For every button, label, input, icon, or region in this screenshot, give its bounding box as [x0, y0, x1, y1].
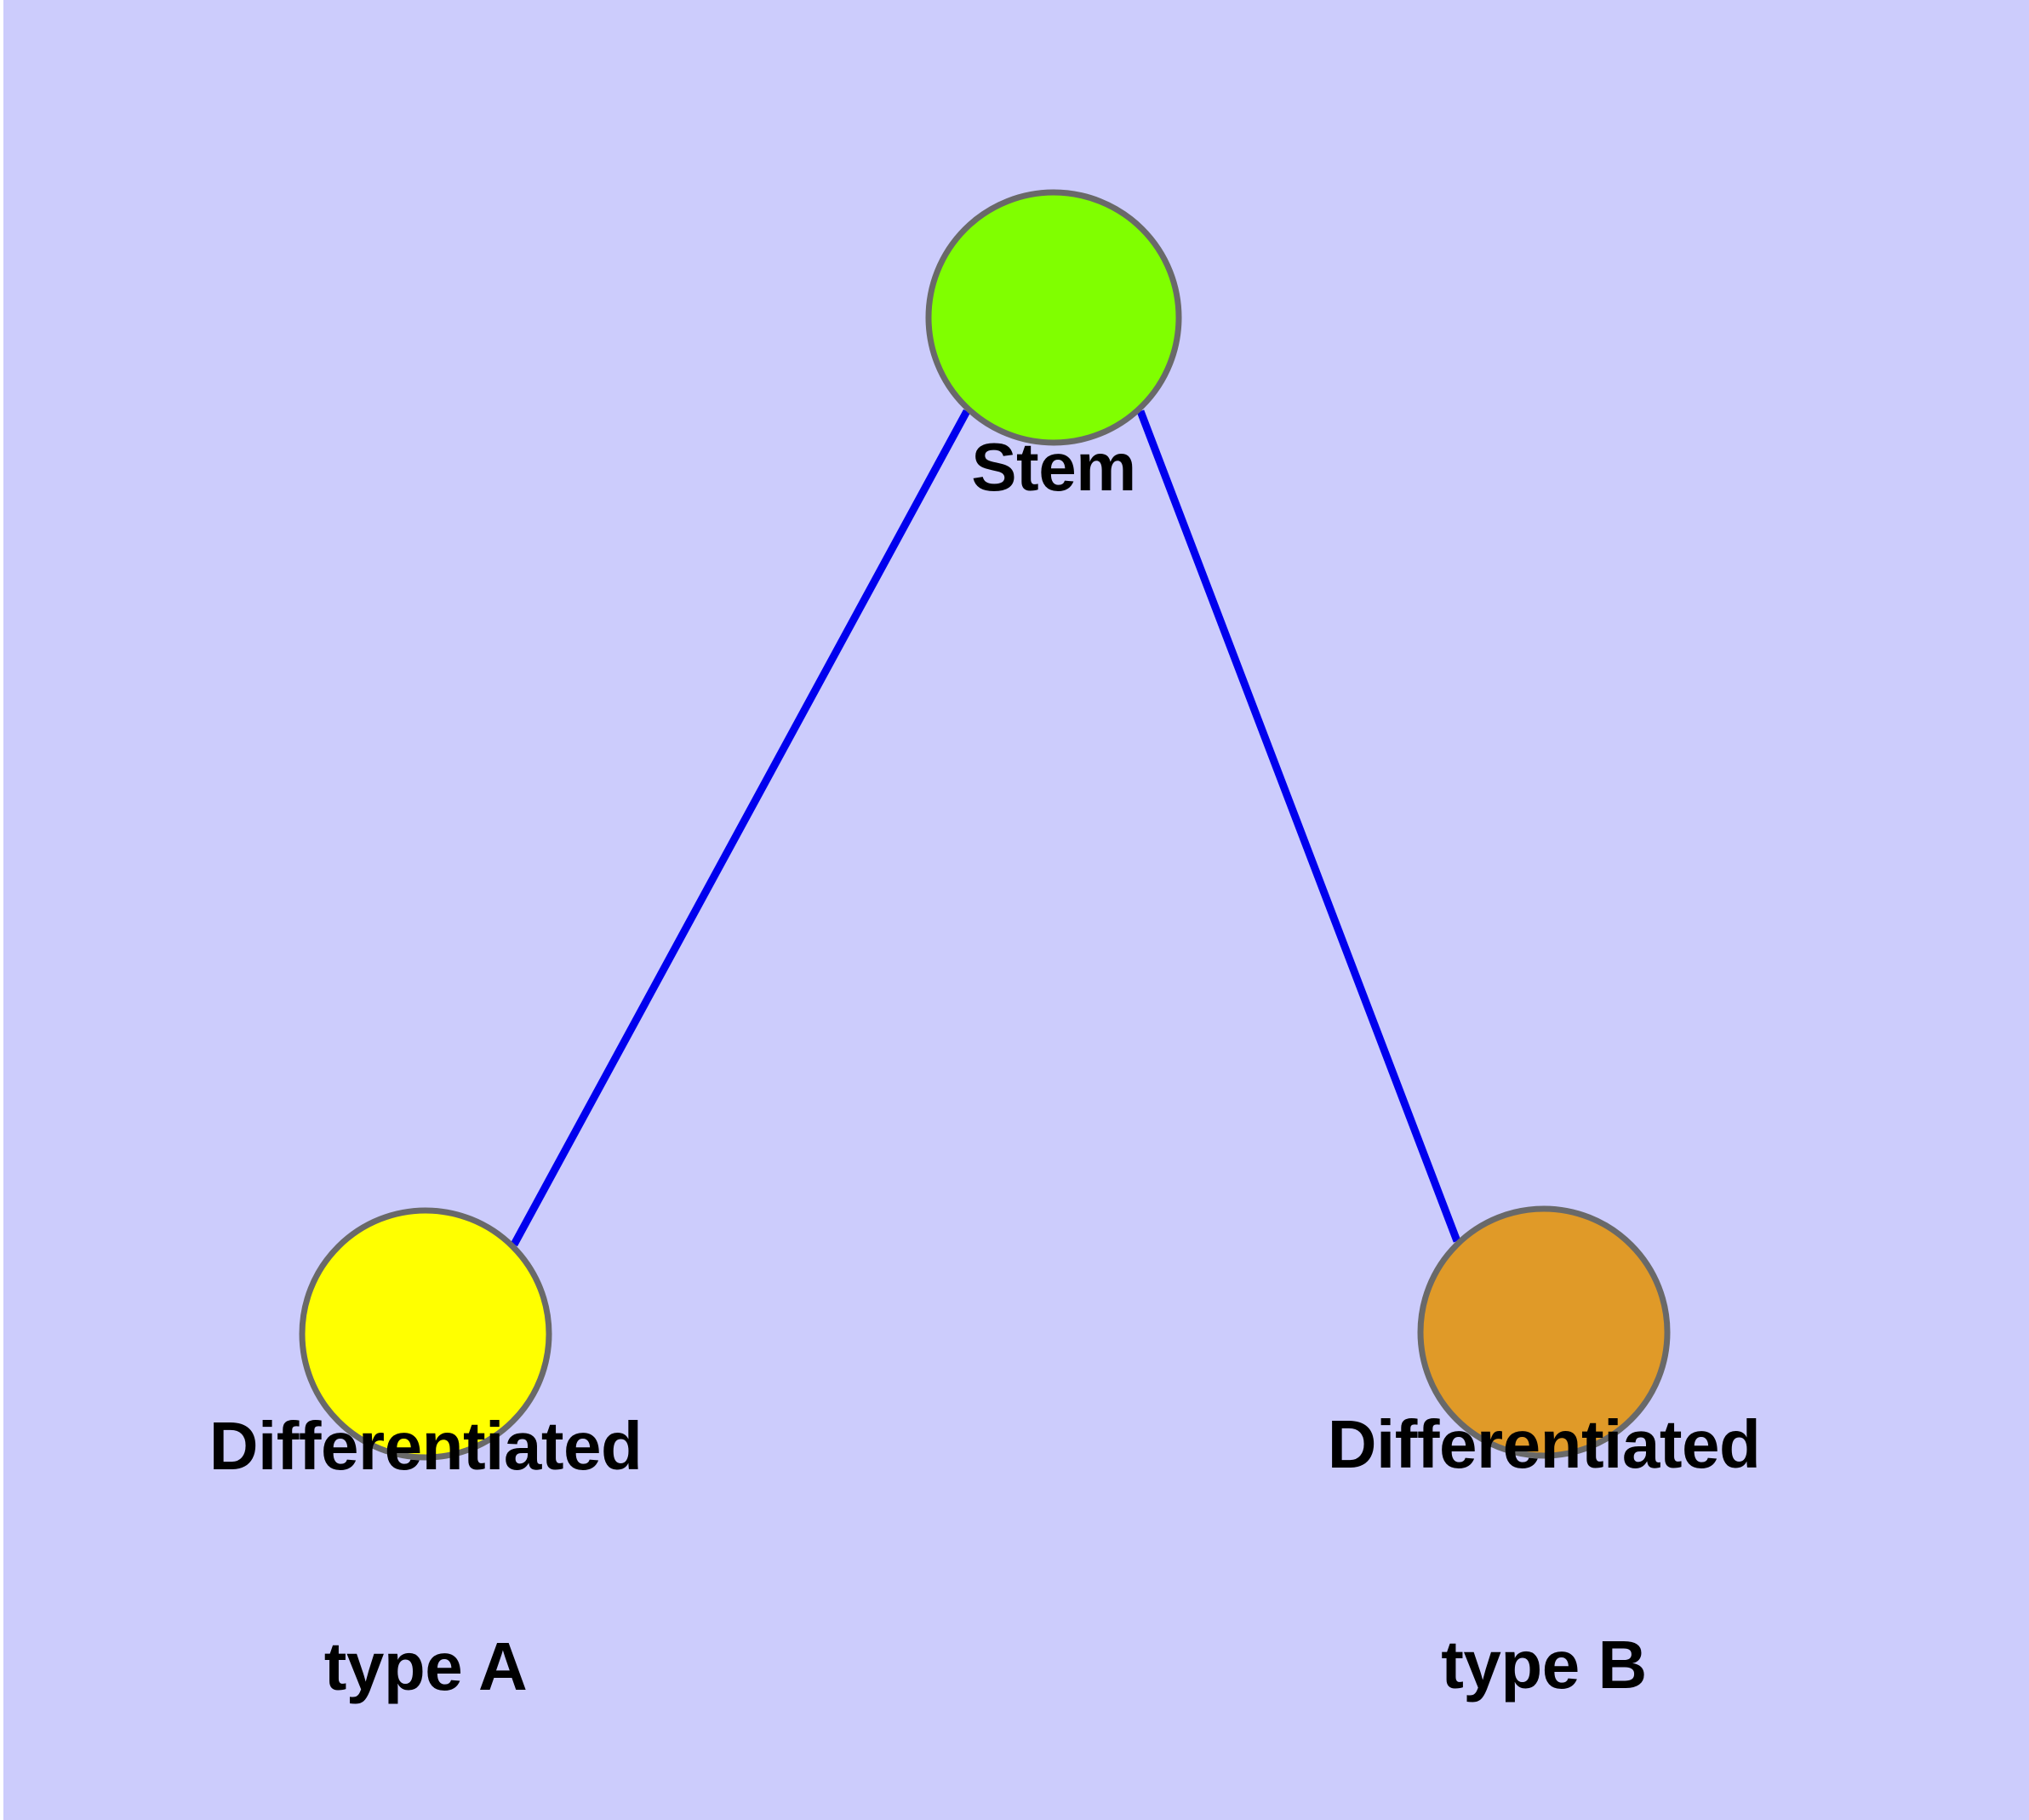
node-layer	[299, 189, 1671, 1461]
node-differentiated-type-b[interactable]	[1417, 1205, 1671, 1459]
node-differentiated-type-a[interactable]	[299, 1207, 552, 1461]
node-stem[interactable]	[925, 189, 1182, 446]
edge-stem-to-differentiated-type-b	[1136, 409, 1461, 1243]
edge-layer	[511, 409, 1461, 1247]
edge-stem-to-differentiated-type-a	[511, 409, 970, 1247]
